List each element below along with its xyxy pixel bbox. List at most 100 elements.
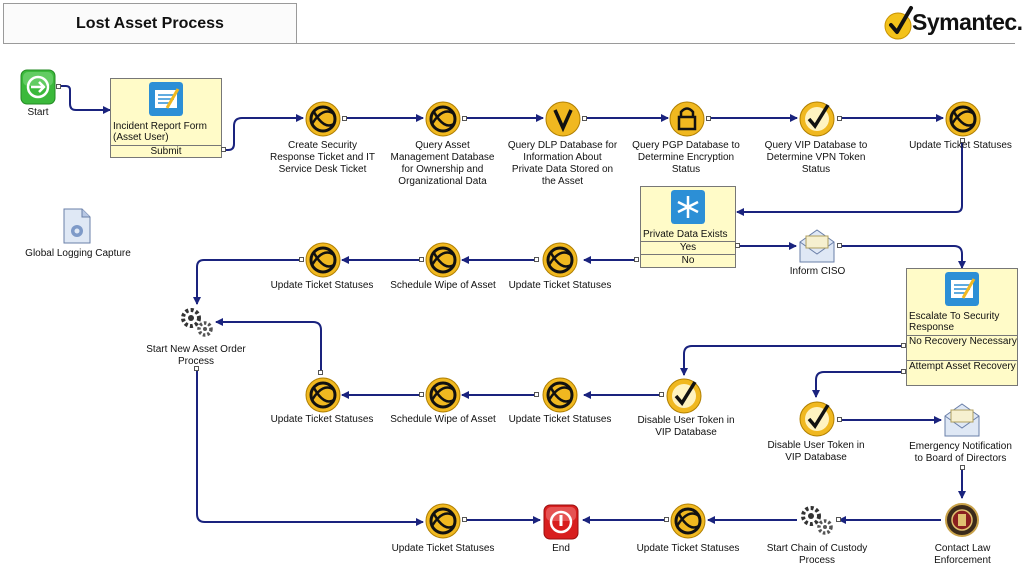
contact-law-label: Contact Law Enforcement: [934, 543, 991, 566]
query-asset-label: Query Asset Management Database for Owne…: [390, 140, 495, 187]
start-icon[interactable]: [20, 69, 56, 105]
start-new-order-label: Start New Asset Order Process: [146, 344, 246, 367]
port: [462, 116, 467, 121]
port: [735, 243, 740, 248]
fbi-seal-icon[interactable]: [945, 503, 979, 537]
port: [634, 257, 639, 262]
edge-form-create: [224, 114, 304, 151]
dlp-icon[interactable]: [544, 100, 582, 138]
escalate-title: Escalate To Security Response: [909, 311, 1000, 333]
port: [664, 517, 669, 522]
schedule-wipe-1-label: Schedule Wipe of Asset: [390, 280, 496, 291]
update-1-label: Update Ticket Statuses: [909, 140, 1012, 151]
snowflake-icon: [671, 190, 705, 224]
start-label: Start: [27, 107, 49, 118]
checkmark-icon[interactable]: [798, 100, 836, 138]
escalate-row-no-recovery[interactable]: No Recovery Necessary: [907, 335, 1017, 360]
edge-escalate-disable1: [680, 345, 905, 376]
update-7-label: Update Ticket Statuses: [391, 543, 495, 554]
edge-escalate-disable2: [812, 371, 905, 398]
form-icon: [149, 82, 183, 116]
pgp-lock-icon[interactable]: [668, 100, 706, 138]
incident-report-form[interactable]: Incident Report Form (Asset User) Submit: [110, 78, 222, 158]
port: [659, 392, 664, 397]
brand-name: Symantec.: [912, 9, 1023, 35]
ticket-icon[interactable]: [541, 376, 579, 414]
disable-token-1-label: Disable User Token in VIP Database: [637, 415, 735, 438]
port: [221, 147, 226, 152]
ticket-icon[interactable]: [304, 376, 342, 414]
page-title: Lost Asset Process: [3, 3, 297, 44]
emergency-label: Emergency Notification to Board of Direc…: [909, 441, 1012, 464]
checkmark-icon[interactable]: [665, 377, 703, 415]
update-6-label: Update Ticket Statuses: [636, 543, 740, 554]
port: [56, 84, 61, 89]
port: [960, 138, 965, 143]
form-row-submit[interactable]: Submit: [111, 145, 221, 159]
port: [960, 465, 965, 470]
decision-title: Private Data Exists: [643, 229, 728, 240]
port: [462, 517, 467, 522]
symantec-logo-icon: [884, 6, 913, 40]
form-icon: [945, 272, 979, 306]
envelope-icon[interactable]: [943, 402, 981, 438]
port: [299, 257, 304, 262]
decision-row-yes[interactable]: Yes: [641, 241, 735, 254]
ticket-icon[interactable]: [304, 241, 342, 279]
port: [901, 343, 906, 348]
port: [837, 243, 842, 248]
port: [419, 392, 424, 397]
end-icon[interactable]: [543, 504, 579, 540]
port: [534, 392, 539, 397]
disable-token-2-label: Disable User Token in VIP Database: [767, 440, 865, 463]
envelope-icon[interactable]: [798, 228, 836, 264]
header-divider: [297, 43, 1015, 44]
end-label: End: [552, 543, 570, 554]
ticket-icon[interactable]: [424, 241, 462, 279]
ticket-icon[interactable]: [669, 502, 707, 540]
schedule-wipe-2-label: Schedule Wipe of Asset: [390, 414, 496, 425]
port: [194, 366, 199, 371]
ticket-icon[interactable]: [424, 502, 462, 540]
ticket-icon[interactable]: [541, 241, 579, 279]
ticket-icon[interactable]: [424, 376, 462, 414]
private-data-decision[interactable]: Private Data Exists Yes No: [640, 186, 736, 268]
port: [534, 257, 539, 262]
ticket-icon[interactable]: [944, 100, 982, 138]
edge-update5-neworder: [215, 318, 322, 372]
update-5-label: Update Ticket Statuses: [270, 414, 374, 425]
port: [342, 116, 347, 121]
escalate-form[interactable]: Escalate To Security Response No Recover…: [906, 268, 1018, 386]
edge-neworder-update7: [196, 370, 424, 526]
checkmark-icon[interactable]: [798, 400, 836, 438]
port: [706, 116, 711, 121]
port: [419, 257, 424, 262]
update-4-label: Update Ticket Statuses: [508, 414, 612, 425]
query-dlp-label: Query DLP Database for Information About…: [507, 140, 618, 187]
chain-custody-label: Start Chain of Custody Process: [766, 543, 868, 566]
gears-icon[interactable]: [178, 305, 216, 339]
log-file-icon[interactable]: [62, 207, 92, 245]
escalate-row-attempt-recovery[interactable]: Attempt Asset Recovery: [907, 360, 1017, 385]
form-title: Incident Report Form (Asset User): [113, 121, 207, 143]
port: [837, 116, 842, 121]
edge-ciso-escalate: [841, 245, 966, 269]
decision-row-no[interactable]: No: [641, 254, 735, 268]
ticket-icon[interactable]: [304, 100, 342, 138]
update-3-label: Update Ticket Statuses: [270, 280, 374, 291]
gears-icon[interactable]: [798, 503, 836, 537]
create-ticket-label: Create Security Response Ticket and IT S…: [269, 140, 376, 175]
ticket-icon[interactable]: [424, 100, 462, 138]
query-pgp-label: Query PGP Database to Determine Encrypti…: [632, 140, 740, 175]
port: [582, 116, 587, 121]
edge-start-form: [60, 85, 111, 114]
port: [318, 370, 323, 375]
inform-ciso-label: Inform CISO: [789, 266, 846, 277]
query-vip-label: Query VIP Database to Determine VPN Toke…: [764, 140, 868, 175]
edge-update1-private: [736, 141, 963, 216]
update-2-label: Update Ticket Statuses: [508, 280, 612, 291]
port: [836, 517, 841, 522]
port: [901, 369, 906, 374]
edge-update3-neworder: [193, 259, 302, 305]
